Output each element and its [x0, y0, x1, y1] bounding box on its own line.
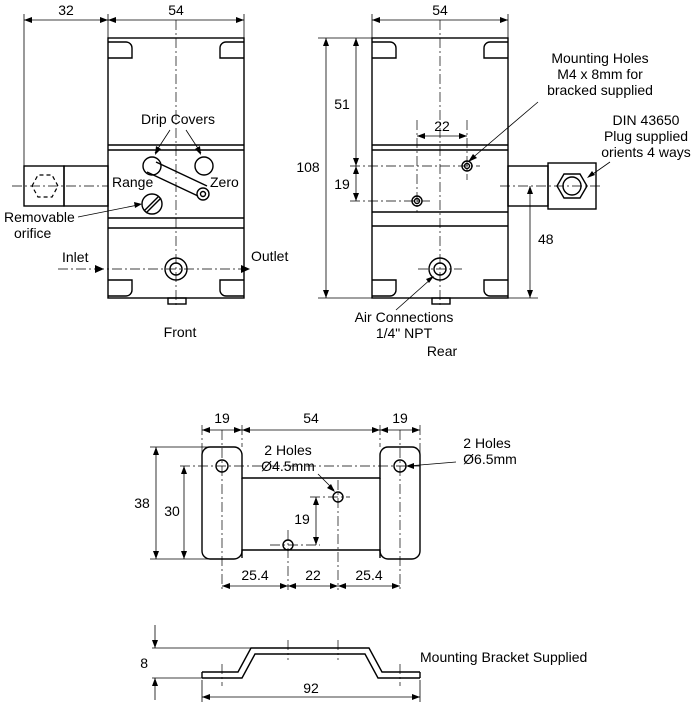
din-line1: DIN 43650: [613, 112, 680, 128]
drip-cover-left: [142, 156, 162, 176]
rear-dim-19: 19: [334, 176, 350, 192]
drip-covers-label: Drip Covers: [141, 111, 215, 127]
large-holes-line1: 2 Holes: [463, 435, 510, 451]
bracket-dim-38: 38: [134, 495, 150, 511]
bracket-dim-right-19: 19: [392, 410, 408, 426]
front-offset-dim: 32: [58, 2, 74, 18]
air-connections-line2: 1/4" NPT: [376, 325, 433, 341]
bracket-dim-54: 54: [303, 410, 319, 426]
drip-cover-right: [194, 156, 214, 176]
orifice-slot: [143, 195, 160, 212]
din-line2: Plug supplied: [604, 128, 688, 144]
front-view: 54 32 Drip Covers Range Zero Removable o…: [4, 2, 288, 340]
mounting-bracket-caption: Mounting Bracket Supplied: [420, 649, 587, 665]
din-line3: orients 4 ways: [601, 144, 690, 160]
air-connections-line1: Air Connections: [355, 309, 454, 325]
bracket-dim-22: 22: [305, 567, 321, 583]
bracket-dim-30: 30: [164, 503, 180, 519]
small-holes-line1: 2 Holes: [264, 442, 311, 458]
rear-dim-22: 22: [434, 118, 450, 134]
rear-width-dim: 54: [432, 2, 448, 18]
front-plug-cap: [23, 165, 65, 207]
front-bottom-fitting: [167, 297, 187, 305]
zero-label: Zero: [210, 174, 239, 190]
outlet-label: Outlet: [251, 248, 288, 264]
outlet-arrow: [241, 265, 250, 273]
front-width-dim: 54: [168, 2, 184, 18]
rear-bottom-fitting: [431, 297, 451, 305]
zero-adjuster: [196, 187, 210, 201]
orifice-slot: [145, 197, 162, 214]
bracket-plan-view: 19 54 19 38 30 19 25.4 22 25.4 2 Holes Ø: [134, 410, 517, 590]
orifice-label: orifice: [14, 225, 52, 241]
inlet-arrow: [95, 265, 104, 273]
mounting-holes-line1: Mounting Holes: [551, 50, 648, 66]
front-plug-hex-hidden: [31, 174, 59, 198]
rear-corner-recess: [483, 41, 508, 59]
rear-view: 54 108 51 19 22 48 Mounting Holes M4 x 8…: [296, 2, 690, 359]
bracket-side-view: 8 92 Mounting Bracket Supplied: [140, 625, 587, 702]
front-corner-recess: [219, 279, 244, 297]
front-corner-recess: [108, 41, 133, 59]
zero-adjuster-inner: [199, 190, 207, 198]
range-zero-link: [146, 161, 208, 197]
large-holes-line2: Ø6.5mm: [463, 451, 517, 467]
rear-height-dim: 108: [296, 159, 320, 175]
inlet-label: Inlet: [62, 249, 89, 265]
mounting-holes-line2: M4 x 8mm for: [557, 66, 643, 82]
rear-dim-48: 48: [538, 231, 554, 247]
bracket-dim-25-right: 25.4: [355, 567, 382, 583]
bracket-outline: [201, 446, 421, 560]
front-caption: Front: [164, 324, 197, 340]
bracket-dim-vert-19: 19: [294, 511, 310, 527]
rear-corner-recess: [372, 41, 397, 59]
bracket-side-dim-8: 8: [140, 655, 148, 671]
front-corner-recess: [108, 279, 133, 297]
bracket-profile: [202, 647, 420, 673]
rear-corner-recess: [483, 279, 508, 297]
bracket-dim-left-19: 19: [214, 410, 230, 426]
rear-dim-51: 51: [334, 96, 350, 112]
mounting-holes-line3: bracked supplied: [547, 82, 653, 98]
rear-corner-recess: [372, 279, 397, 297]
bracket-dim-25-left: 25.4: [241, 567, 268, 583]
bracket-profile-inner: [202, 653, 420, 679]
range-label: Range: [112, 174, 153, 190]
removable-label: Removable: [4, 209, 75, 225]
small-holes-line2: Ø4.5mm: [261, 458, 315, 474]
front-corner-recess: [219, 41, 244, 59]
removable-orifice-screw: [141, 193, 163, 215]
bracket-side-dim-92: 92: [303, 680, 319, 696]
rear-caption: Rear: [427, 343, 458, 359]
